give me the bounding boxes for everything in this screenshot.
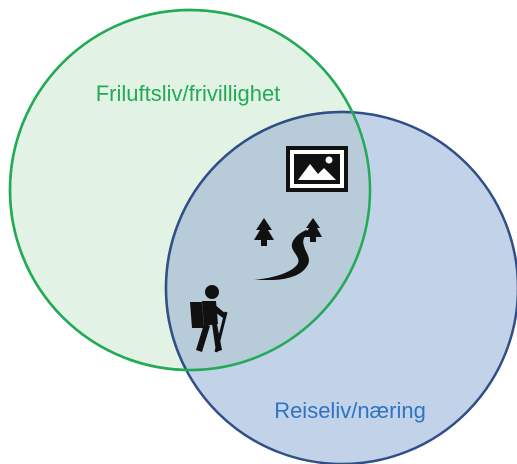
hiker-icon xyxy=(190,285,228,353)
landscape-picture-icon xyxy=(286,146,348,192)
friluftsliv-label: Friluftsliv/frivillighet xyxy=(96,81,281,106)
trail-with-trees-icon xyxy=(254,218,322,280)
reiseliv-label: Reiseliv/næring xyxy=(274,398,426,423)
